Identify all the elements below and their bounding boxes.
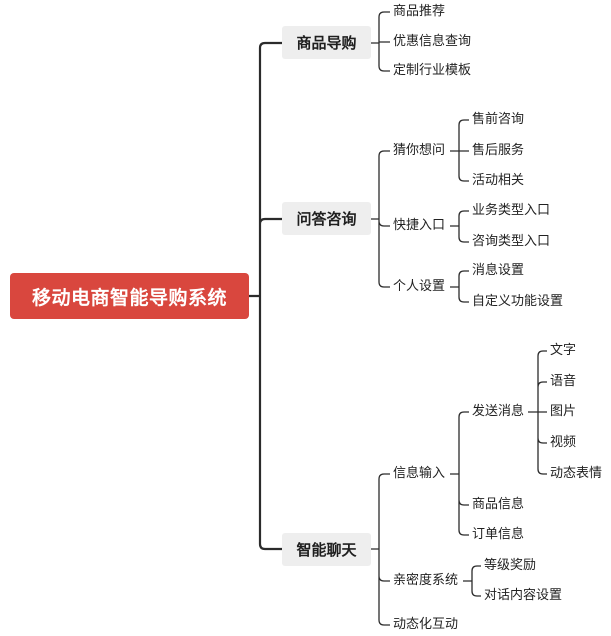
leaf-order-info: 订单信息 bbox=[472, 527, 525, 542]
connector-info-input bbox=[450, 411, 469, 536]
leaf-level-rewards: 等级奖励 bbox=[484, 558, 537, 573]
node-intimacy-system: 亲密度系统 bbox=[393, 573, 459, 588]
connector-root bbox=[249, 41, 282, 551]
node-personal-settings: 个人设置 bbox=[393, 279, 446, 294]
leaf-image: 图片 bbox=[550, 404, 577, 419]
node-info-input: 信息输入 bbox=[393, 466, 446, 481]
connector-product-guide bbox=[371, 11, 390, 72]
leaf-presale-consult: 售前咨询 bbox=[472, 112, 525, 127]
leaf-message-settings: 消息设置 bbox=[472, 263, 525, 278]
leaf-activity-related: 活动相关 bbox=[472, 173, 525, 188]
root-node: 移动电商智能导购系统 bbox=[10, 273, 249, 319]
connector-personal-settings bbox=[450, 270, 469, 303]
leaf-industry-template: 定制行业模板 bbox=[393, 63, 472, 78]
leaf-aftersale-service: 售后服务 bbox=[472, 143, 525, 158]
leaf-discount-query: 优惠信息查询 bbox=[393, 34, 472, 49]
leaf-product-recommend: 商品推荐 bbox=[393, 4, 446, 19]
node-quick-entry: 快捷入口 bbox=[393, 218, 446, 233]
connector-quick-entry bbox=[450, 210, 469, 243]
node-send-message: 发送消息 bbox=[472, 404, 525, 419]
leaf-video: 视频 bbox=[550, 435, 577, 450]
leaf-text: 文字 bbox=[550, 343, 577, 358]
branch-node-product-guide: 商品导购 bbox=[282, 26, 371, 59]
leaf-product-info: 商品信息 bbox=[472, 497, 525, 512]
leaf-animated-emoji: 动态表情 bbox=[550, 466, 603, 481]
connector-send-message bbox=[528, 350, 547, 475]
node-guess-questions: 猜你想问 bbox=[393, 143, 446, 158]
leaf-dialog-content-settings: 对话内容设置 bbox=[484, 588, 563, 603]
connector-guess-questions bbox=[450, 119, 469, 182]
leaf-consult-type-entry: 咨询类型入口 bbox=[472, 234, 551, 249]
leaf-dynamic-interaction: 动态化互动 bbox=[393, 617, 459, 632]
leaf-voice: 语音 bbox=[550, 374, 577, 389]
connector-smart-chat bbox=[371, 473, 390, 626]
branch-node-smart-chat: 智能聊天 bbox=[282, 533, 371, 566]
leaf-custom-function-settings: 自定义功能设置 bbox=[472, 294, 564, 309]
connector-intimacy-system bbox=[463, 565, 481, 597]
leaf-business-type-entry: 业务类型入口 bbox=[472, 203, 551, 218]
connector-qa-consult bbox=[371, 150, 390, 288]
branch-node-qa-consult: 问答咨询 bbox=[282, 202, 371, 235]
